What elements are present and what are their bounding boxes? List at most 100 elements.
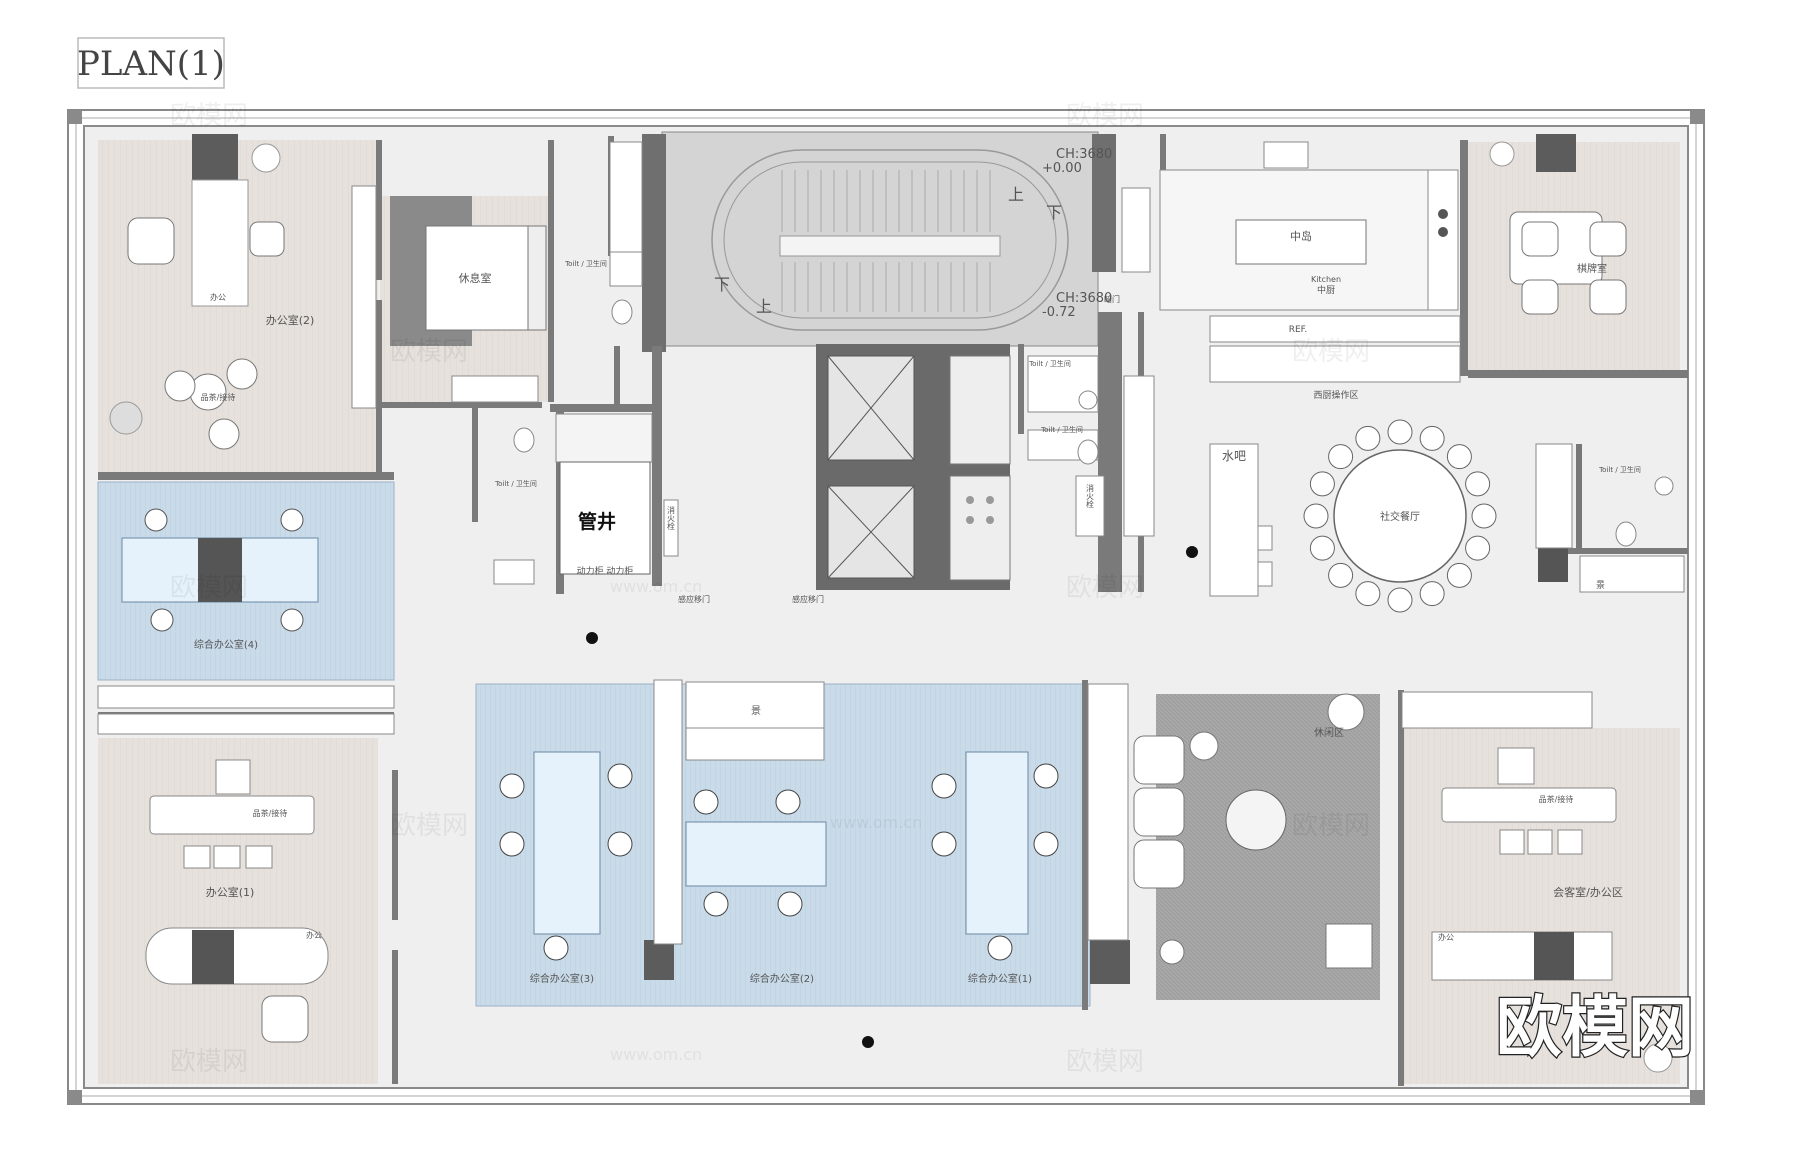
office2-label: 办公室(2): [266, 313, 315, 327]
meeting-floor: [1398, 728, 1680, 1084]
shaft-label: 管井: [578, 510, 616, 533]
meeting-furniture: [1401, 691, 1673, 1073]
hidden-door-label: 暗门: [1104, 294, 1120, 304]
stair-core: CH:3680 +0.00 CH:3680 -0.72 上 下 下 上: [642, 131, 1116, 352]
watermark-cn-9: 欧模网: [170, 1047, 248, 1077]
office-chair: [607, 831, 633, 857]
dining-chair: [1328, 562, 1354, 588]
kitchen-label-cn: 中厨: [1317, 284, 1335, 296]
ref-label: REF.: [1289, 325, 1308, 335]
dining-chair: [1471, 503, 1497, 529]
open-office4-label: 综合办公室(4): [194, 638, 258, 651]
stair-ch-top: CH:3680: [1056, 147, 1112, 162]
hydrant-label: 消火栓: [667, 505, 676, 531]
dining-chair: [1446, 562, 1472, 588]
office-chair: [777, 891, 803, 917]
toilet-label-a: Toilt / 卫生间: [564, 259, 607, 268]
watermark-cn-3: 欧模网: [390, 337, 468, 367]
lounge-label: 休闲区: [1314, 726, 1344, 739]
open-office4-furniture: [97, 508, 395, 735]
toilet-label-c: Toilt / 卫生间: [1028, 359, 1071, 368]
rest-room-label: 休息室: [459, 271, 492, 285]
open-office3-label: 综合办公室(3): [530, 972, 594, 985]
watermark-cn-4: 欧模网: [1292, 337, 1370, 367]
office1-tea-label: 品茶/接待: [253, 808, 288, 818]
scenery-label-2: 景: [1596, 580, 1605, 591]
dining-chair: [1446, 444, 1472, 470]
sensor-door-label-1: 感应移门: [678, 594, 710, 604]
office-chair: [1033, 763, 1059, 789]
toilet-label-b: Toilt / 卫生间: [494, 479, 537, 488]
dining-chair: [1355, 425, 1381, 451]
watermark-url-2: www.om.cn: [830, 813, 922, 832]
social-dining-label: 社交餐厅: [1380, 510, 1420, 523]
chess-room-label: 棋牌室: [1577, 262, 1607, 275]
open-office1-label: 综合办公室(1): [968, 972, 1032, 985]
watermarks: 欧模网 欧模网 欧模网 欧模网 欧模网 欧模网 欧模网 欧模网 欧模网 欧模网 …: [170, 101, 1370, 1077]
dining-chair: [1387, 587, 1413, 613]
right-toilet: Toilt / 卫生间 景: [1535, 443, 1685, 593]
plan-title-box: PLAN(1): [77, 37, 225, 89]
rest-room-furniture: [351, 185, 547, 409]
office-chair: [931, 773, 957, 799]
office-chair: [543, 935, 569, 961]
dining-chair: [1355, 581, 1381, 607]
office2-desk-label: 办公: [210, 292, 226, 302]
office-chair: [607, 763, 633, 789]
office-chair: [499, 831, 525, 857]
dining-chair: [1387, 419, 1413, 445]
dining-chair: [1419, 425, 1445, 451]
office-chair: [693, 789, 719, 815]
power-cabinet-label: 动力柜 动力柜: [577, 565, 634, 577]
stair-level-top: +0.00: [1042, 161, 1082, 176]
office2-tea-label: 品茶/接待: [201, 392, 236, 402]
open-office2-label: 综合办公室(2): [750, 972, 814, 985]
watermark-url-1: www.om.cn: [610, 577, 702, 596]
office-chair: [703, 891, 729, 917]
dining-chair: [1309, 471, 1335, 497]
office1-desk-label: 办公: [306, 930, 322, 940]
dining-chair: [1419, 581, 1445, 607]
kitchen-label-en: Kitchen: [1311, 275, 1341, 284]
watermark-cn-6: 欧模网: [1066, 573, 1144, 603]
room-labels: 办公室(2) 办公 品茶/接待 休息室 Toilt / 卫生间 Toilt / …: [194, 259, 1623, 985]
left-core-rooms: 管井 动力柜 动力柜 消火栓: [493, 141, 679, 585]
dining-chair: [1309, 535, 1335, 561]
plan-title: PLAN(1): [77, 44, 225, 84]
watermark-cn-10: 欧模网: [1066, 1047, 1144, 1077]
meeting-tea-label: 品茶/接待: [1539, 794, 1574, 804]
office-chair: [775, 789, 801, 815]
scenery-label: 景: [751, 705, 761, 717]
sensor-door-label-2: 感应移门: [792, 594, 824, 604]
site-logo: 欧模网: [1496, 989, 1694, 1066]
stair-down-label-2: 下: [714, 275, 730, 294]
west-kitchen-label: 西厨操作区: [1313, 389, 1358, 401]
toilet-label-d: Toilt / 卫生间: [1040, 425, 1083, 434]
lounge: 休闲区: [1133, 693, 1380, 1000]
watermark-cn-2: 欧模网: [1066, 101, 1144, 131]
elevator-block: [816, 344, 1011, 590]
toilet-label-e: Toilt / 卫生间: [1598, 465, 1641, 474]
meeting-label: 会客室/办公区: [1553, 885, 1623, 899]
watermark-cn-8: 欧模网: [1292, 811, 1370, 841]
stair-down-label: 下: [1046, 203, 1062, 222]
dining-chair: [1465, 471, 1491, 497]
watermark-cn-1: 欧模网: [170, 101, 248, 131]
stair-up-label: 上: [1008, 185, 1024, 204]
office-chair: [499, 773, 525, 799]
water-bar-label: 水吧: [1222, 449, 1246, 463]
people-figures: [586, 546, 1198, 1048]
dining-chair: [1303, 503, 1329, 529]
meeting-desk-label: 办公: [1438, 932, 1454, 942]
stair-ch-bottom: CH:3680: [1056, 291, 1112, 306]
kitchen: 中岛 Kitchen 中厨 REF. 西厨操作区: [1159, 141, 1461, 401]
watermark-cn-7: 欧模网: [390, 811, 468, 841]
office-chair: [987, 935, 1013, 961]
stair-level-bottom: -0.72: [1042, 305, 1076, 320]
office1-label: 办公室(1): [206, 885, 255, 899]
open-office-furniture: 景: [499, 679, 1129, 961]
office2-furniture: [109, 143, 285, 450]
interior-walls: [98, 134, 1688, 1086]
